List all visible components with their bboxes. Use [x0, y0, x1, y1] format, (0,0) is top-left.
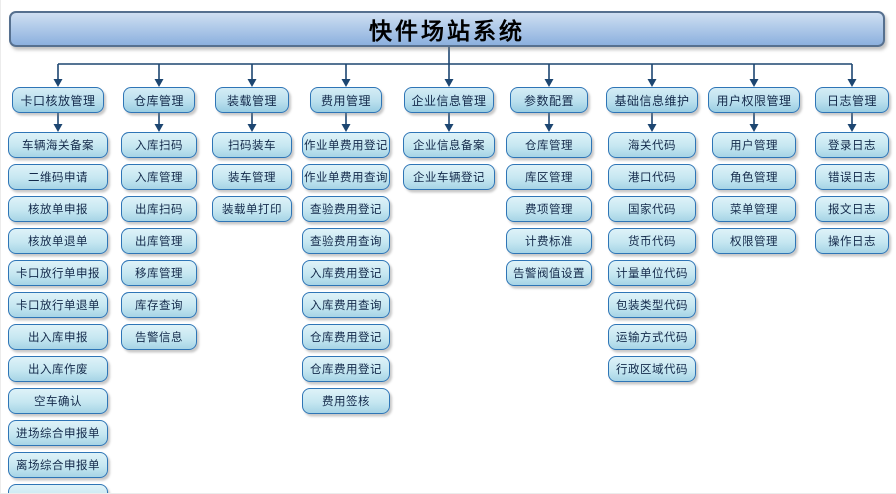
child-node: 车辆海关备案 [8, 132, 108, 158]
child-node: 角色管理 [712, 164, 796, 190]
child-node: 入库扫码 [121, 132, 197, 158]
child-node: 登录日志 [815, 132, 889, 158]
column-header: 装载管理 [215, 87, 289, 113]
child-node: 卡口放行单退单 [8, 292, 108, 318]
child-node: 核放单申报 [8, 196, 108, 222]
column-header: 企业信息管理 [404, 87, 494, 113]
child-node-partial [8, 484, 108, 493]
child-node: 权限管理 [712, 228, 796, 254]
column-header: 日志管理 [815, 87, 889, 113]
child-node: 包装类型代码 [608, 292, 696, 318]
child-node: 用户管理 [712, 132, 796, 158]
child-node: 核放单退单 [8, 228, 108, 254]
child-node: 计费标准 [506, 228, 592, 254]
child-node: 移库管理 [121, 260, 197, 286]
child-node: 扫码装车 [212, 132, 292, 158]
child-node: 仓库管理 [506, 132, 592, 158]
child-node: 仓库费用登记 [302, 356, 390, 382]
child-node: 费项管理 [506, 196, 592, 222]
child-node: 出库扫码 [121, 196, 197, 222]
child-node: 海关代码 [608, 132, 696, 158]
child-node: 入库费用查询 [302, 292, 390, 318]
child-node: 费用签核 [302, 388, 390, 414]
child-node: 告警阀值设置 [506, 260, 592, 286]
child-node: 库存查询 [121, 292, 197, 318]
column-header: 基础信息维护 [606, 87, 698, 113]
child-node: 库区管理 [506, 164, 592, 190]
child-node: 查验费用登记 [302, 196, 390, 222]
child-node: 企业车辆登记 [403, 164, 495, 190]
child-node: 作业单费用登记 [302, 132, 390, 158]
child-node: 港口代码 [608, 164, 696, 190]
child-node: 错误日志 [815, 164, 889, 190]
child-node: 空车确认 [8, 388, 108, 414]
child-node: 告警信息 [121, 324, 197, 350]
child-node: 二维码申请 [8, 164, 108, 190]
column-header: 卡口核放管理 [12, 87, 104, 113]
child-node: 菜单管理 [712, 196, 796, 222]
child-node: 查验费用查询 [302, 228, 390, 254]
child-node: 卡口放行单申报 [8, 260, 108, 286]
child-node: 行政区域代码 [608, 356, 696, 382]
child-node: 货币代码 [608, 228, 696, 254]
child-node: 装载单打印 [212, 196, 292, 222]
child-node: 企业信息备案 [403, 132, 495, 158]
child-node: 出库管理 [121, 228, 197, 254]
child-node: 入库费用登记 [302, 260, 390, 286]
child-node: 进场综合申报单 [8, 420, 108, 446]
column-header: 用户权限管理 [708, 87, 800, 113]
child-node: 作业单费用查询 [302, 164, 390, 190]
child-node: 离场综合申报单 [8, 452, 108, 478]
child-node: 操作日志 [815, 228, 889, 254]
diagram-root-title: 快件场站系统 [9, 11, 885, 47]
column-header: 费用管理 [310, 87, 382, 113]
child-node: 出入库申报 [8, 324, 108, 350]
child-node: 运输方式代码 [608, 324, 696, 350]
child-node: 出入库作废 [8, 356, 108, 382]
child-node: 仓库费用登记 [302, 324, 390, 350]
child-node: 入库管理 [121, 164, 197, 190]
child-node: 装车管理 [212, 164, 292, 190]
column-header: 仓库管理 [123, 87, 195, 113]
child-node: 国家代码 [608, 196, 696, 222]
column-header: 参数配置 [510, 87, 588, 113]
child-node: 计量单位代码 [608, 260, 696, 286]
child-node: 报文日志 [815, 196, 889, 222]
